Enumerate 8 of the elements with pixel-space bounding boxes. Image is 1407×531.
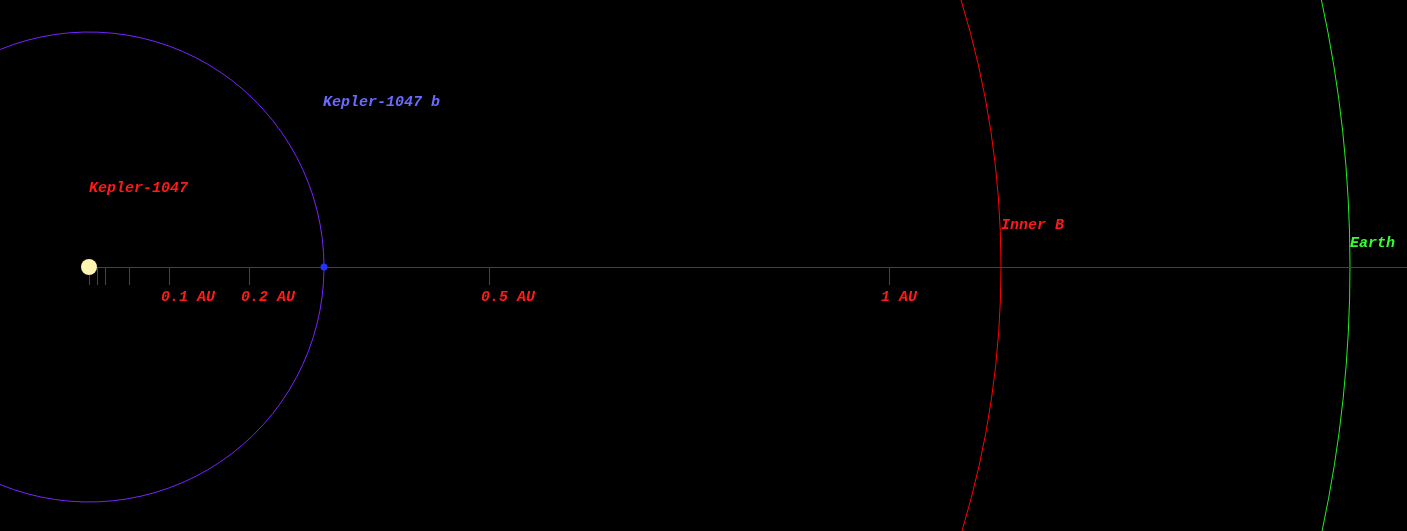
scale-label: 1 AU — [881, 289, 917, 306]
orbit-label: Inner B — [1001, 217, 1064, 234]
star-label: Kepler-1047 — [89, 180, 189, 197]
orbit-label: Earth — [1350, 235, 1395, 252]
scale-label: 0.5 AU — [481, 289, 535, 306]
scale-label: 0.1 AU — [161, 289, 215, 306]
planet-label: Kepler-1047 b — [323, 94, 441, 111]
scale-label: 0.2 AU — [241, 289, 295, 306]
